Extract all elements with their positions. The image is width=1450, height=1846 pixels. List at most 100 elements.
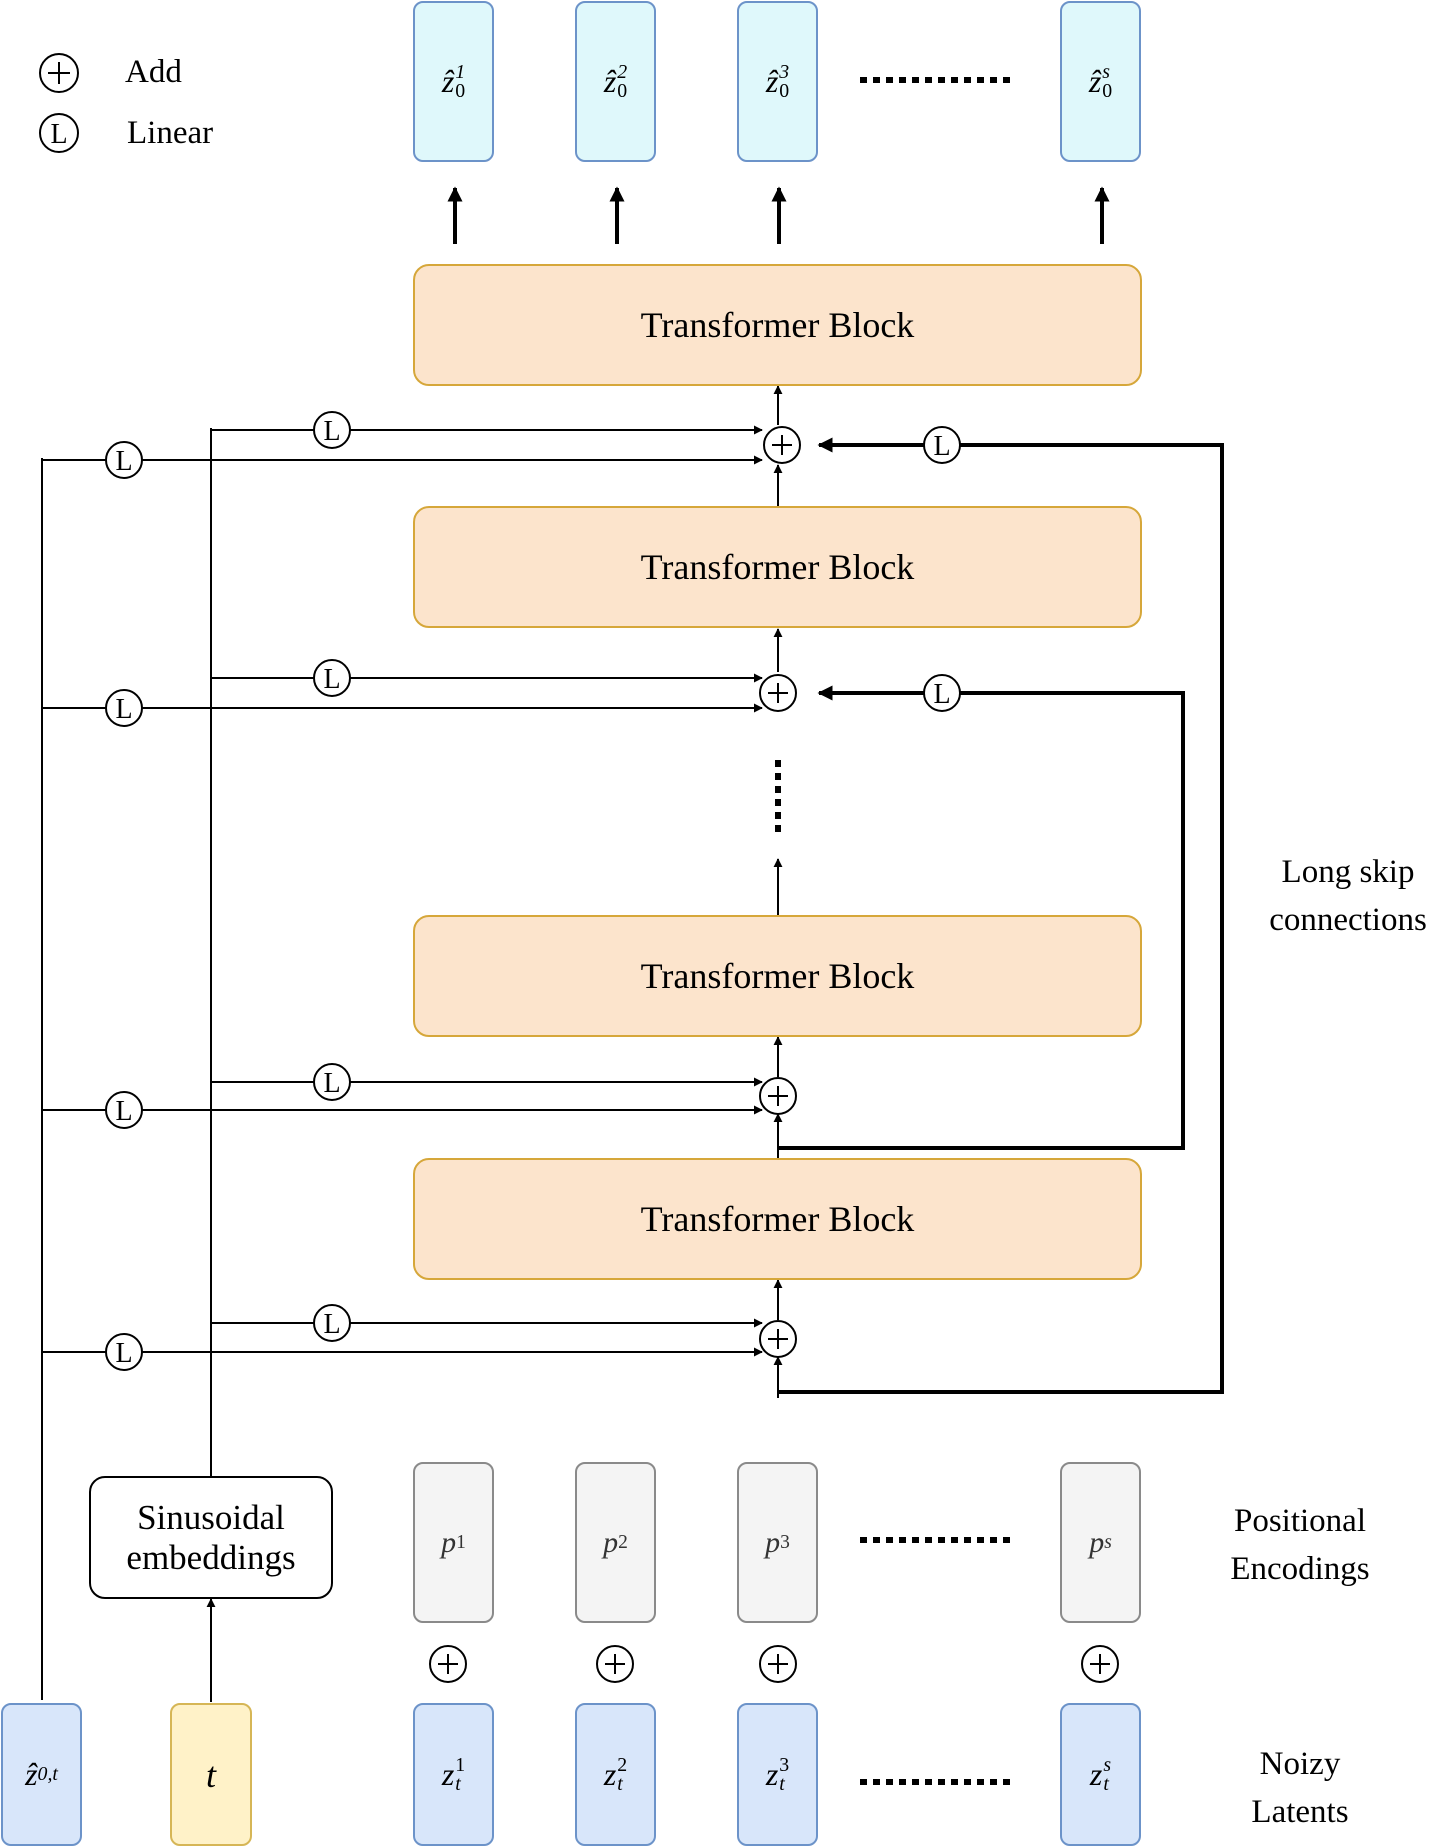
add-node-3-icon [759, 674, 797, 712]
transformer-block-label: Transformer Block [640, 956, 915, 996]
linear-symbol: L [323, 1309, 340, 1340]
linear-symbol: L [323, 1068, 340, 1099]
latent-token-base: z [1089, 1756, 1103, 1792]
transformer-block-4: Transformer Block [413, 264, 1142, 386]
positional-token-base: p [441, 1525, 457, 1559]
positional-token-base: p [603, 1525, 619, 1559]
positional-encodings-label: Positional Encodings [1200, 1497, 1400, 1593]
linear-node-z0t-3 [105, 689, 143, 727]
pos-add-icon-2 [596, 1645, 634, 1683]
t-token: t [170, 1703, 252, 1846]
latent-token-sup: s [1103, 1753, 1112, 1776]
linear-symbol: L [933, 431, 950, 462]
transformer-block-label: Transformer Block [640, 547, 915, 587]
sinusoidal-label-line2: embeddings [126, 1537, 296, 1577]
legend-linear-icon [39, 113, 79, 153]
latent-token-base: z [441, 1756, 455, 1792]
positional-label-line1: Positional [1233, 1503, 1367, 1539]
latents-label-line1: Noizy [1259, 1746, 1341, 1782]
linear-node-time-4 [313, 411, 351, 449]
linear-node-z0t-2 [105, 1091, 143, 1129]
linear-symbol: L [323, 664, 340, 695]
latent-token-sub: t [1103, 1772, 1109, 1795]
output-token-base: ẑ [441, 63, 455, 99]
linear-node-time-3 [313, 659, 351, 697]
positional-token-sub: 1 [456, 1531, 466, 1553]
linear-symbol: L [933, 679, 950, 710]
add-node-2-icon [759, 1077, 797, 1115]
legend-linear-label: Linear [127, 115, 214, 151]
positional-token-sub: 3 [780, 1531, 790, 1553]
z0t-base: ẑ [25, 1756, 38, 1792]
linear-symbol: L [115, 1096, 132, 1127]
latent-token-sup: 1 [455, 1753, 466, 1776]
linear-node-z0t-1 [105, 1333, 143, 1371]
legend-linear-symbol: L [50, 119, 67, 150]
pos-add-icon-3 [759, 1645, 797, 1683]
long-skip-label-line1: Long skip [1281, 854, 1415, 890]
linear-node-time-1 [313, 1304, 351, 1342]
transformer-block-3: Transformer Block [413, 506, 1142, 628]
latent-token-sub: t [617, 1772, 623, 1795]
latents-label-line2: Latents [1251, 1794, 1349, 1830]
sinusoidal-label-line1: Sinusoidal [137, 1497, 285, 1537]
output-token-sup: s [1102, 60, 1110, 83]
transformer-block-2: Transformer Block [413, 915, 1142, 1037]
transformer-block-label: Transformer Block [640, 1199, 915, 1239]
latent-token-sub: t [779, 1772, 785, 1795]
pos-add-icon-1 [429, 1645, 467, 1683]
linear-node-time-2 [313, 1063, 351, 1101]
positional-token-sub: 2 [618, 1531, 628, 1553]
positional-label-line2: Encodings [1230, 1551, 1370, 1587]
positional-token-base: p [765, 1525, 781, 1559]
t-token-label: t [205, 1754, 216, 1795]
linear-node-z0t-4 [105, 441, 143, 479]
transformer-block-label: Transformer Block [640, 305, 915, 345]
linear-symbol: L [115, 1338, 132, 1369]
positional-token-base: p [1089, 1525, 1105, 1559]
output-token-sub: 0 [617, 79, 628, 102]
long-skip-connection-inner [778, 685, 1185, 1150]
output-token-sup: 1 [455, 60, 466, 83]
positional-token-sub: s [1104, 1531, 1112, 1553]
output-token-sup: 3 [779, 60, 790, 83]
latent-token-base: z [603, 1756, 617, 1792]
transformer-block-1: Transformer Block [413, 1158, 1142, 1280]
latent-token-sup: 2 [617, 1753, 628, 1776]
add-node-1-icon [759, 1320, 797, 1358]
output-token-base: ẑ [765, 63, 779, 99]
latent-token-sup: 3 [779, 1753, 790, 1776]
long-skip-connection-outer [778, 437, 1224, 1394]
output-token-sub: 0 [455, 79, 466, 102]
legend-add-icon [39, 53, 79, 93]
linear-symbol: L [115, 446, 132, 477]
output-token-sub: 0 [1102, 79, 1113, 102]
output-token-base: ẑ [1088, 63, 1102, 99]
add-node-4-icon [763, 426, 801, 464]
latent-token-base: z [765, 1756, 779, 1792]
legend-add-label: Add [125, 54, 182, 90]
noizy-latents-label: Noizy Latents [1200, 1740, 1400, 1836]
output-token-base: ẑ [603, 63, 617, 99]
pos-add-icon-s [1081, 1645, 1119, 1683]
z0t-sub: 0,t [37, 1763, 58, 1785]
linear-symbol: L [115, 694, 132, 725]
latent-token-sub: t [455, 1772, 461, 1795]
linear-node-skip-inner [923, 674, 961, 712]
linear-node-skip-outer [923, 426, 961, 464]
sinusoidal-embeddings-box: Sinusoidal embeddings [89, 1476, 333, 1599]
